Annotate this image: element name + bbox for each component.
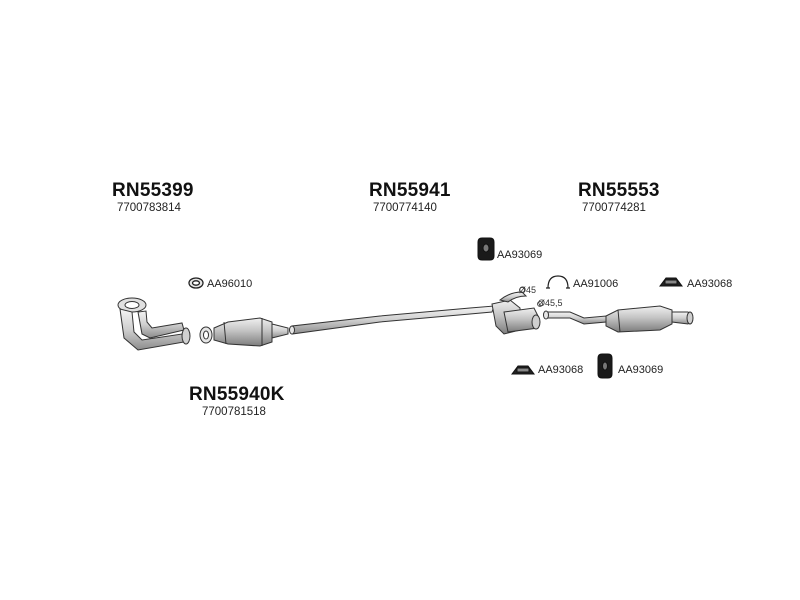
assembly-number-rn55553: 7700774281 — [582, 202, 646, 214]
gasket-icon — [188, 277, 204, 289]
front-downpipe — [117, 297, 191, 351]
assembly-number-rn55399: 7700783814 — [117, 202, 181, 214]
intermediate-pipe — [289, 305, 495, 335]
assembly-code-rn55553: RN55553 — [578, 180, 660, 201]
rear-pipe — [543, 310, 607, 325]
fitting-code: AA93069 — [497, 249, 543, 261]
dimension-label: Ø45 — [519, 285, 537, 295]
assembly-number-rn55941: 7700774140 — [373, 202, 437, 214]
dimension-label: Ø45,5 — [538, 298, 563, 308]
fitting-code: AA96010 — [207, 278, 253, 290]
assembly-number-rn55940k: 7700781518 — [202, 406, 266, 418]
assembly-code-rn55941: RN55941 — [369, 180, 451, 201]
rubber-hanger-icon — [597, 353, 613, 379]
fitting-code: AA93069 — [618, 364, 664, 376]
fitting-code: AA93068 — [687, 278, 733, 290]
connector-ring — [199, 326, 213, 344]
catalytic-converter — [213, 317, 289, 347]
mounting-bracket-icon — [659, 277, 683, 287]
assembly-code-rn55940k: RN55940K — [189, 384, 285, 405]
fitting-code: AA91006 — [573, 278, 619, 290]
rear-silencer — [605, 305, 694, 333]
clamp-icon — [546, 275, 570, 289]
center-silencer — [491, 291, 541, 335]
rubber-hanger-icon — [477, 237, 495, 261]
assembly-code-rn55399: RN55399 — [112, 180, 194, 201]
fitting-code: AA93068 — [538, 364, 584, 376]
diameter-marker-icon — [519, 287, 543, 307]
mounting-bracket-icon — [511, 365, 535, 375]
